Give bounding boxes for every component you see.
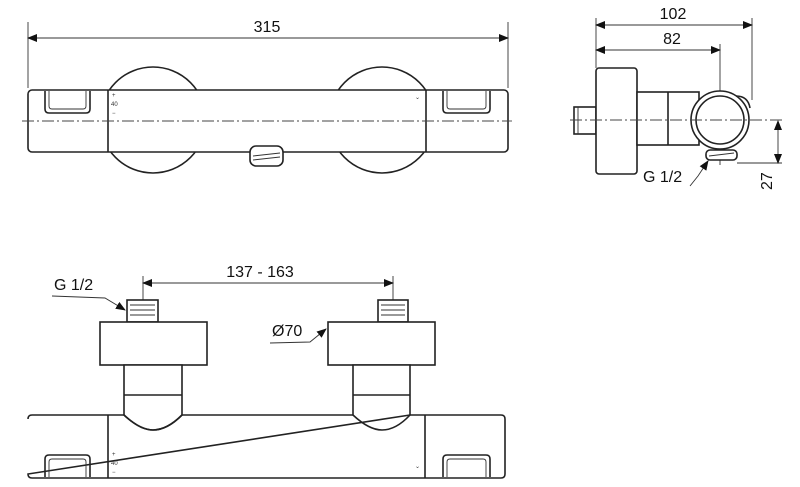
left-inlet-thread (126, 299, 159, 323)
dial-temp-mark: 40 (111, 461, 118, 467)
inlet-thread (573, 106, 597, 135)
escutcheon-diameter-leader (269, 328, 327, 344)
escutcheon-diameter-label: Ø70 (272, 323, 302, 340)
handle-edge (735, 95, 751, 109)
left-stem (123, 364, 183, 431)
outlet-depth-dimension-label: 82 (663, 31, 681, 48)
right-handle-grip (442, 91, 491, 114)
outlet-thread-label: G 1/2 (643, 169, 682, 186)
outlet-thread-leader (689, 160, 709, 187)
right-escutcheon (327, 321, 436, 366)
outlet-thread (249, 145, 284, 167)
stem-curve (123, 414, 183, 431)
outlet-thread (705, 149, 738, 161)
right-handle-grip (442, 454, 491, 477)
inlet-spacing-dimension-label: 137 - 163 (226, 264, 294, 281)
depth-dimension-label: 102 (660, 6, 687, 23)
grip-inner (446, 458, 487, 477)
side-view: 102 82 27 G 1/2 (570, 6, 782, 190)
dial-check-mark: ⌄ (415, 95, 420, 101)
right-inlet-thread (377, 299, 409, 323)
width-dimension-label: 315 (254, 19, 281, 36)
left-handle-grip (44, 454, 91, 477)
dial-plus-mark: + (112, 93, 116, 99)
dial-plus-mark: + (112, 452, 116, 458)
left-handle-grip (44, 91, 91, 114)
grip-inner (446, 91, 487, 110)
grip-inner (48, 91, 87, 110)
dial-temp-mark: 40 (111, 102, 118, 108)
outlet-offset-dimension-label: 27 (759, 172, 776, 190)
thread-mark (252, 152, 281, 157)
dial-minus-mark: − (112, 111, 116, 117)
right-stem (352, 364, 411, 431)
dial-minus-mark: − (112, 470, 116, 476)
thread-mark (708, 152, 735, 157)
escutcheon-profile (595, 67, 638, 175)
grip-inner (48, 458, 87, 477)
inlet-thread-label: G 1/2 (54, 277, 93, 294)
front-view: 137 - 163 + 40 − ⌄ G 1/2 Ø70 (27, 264, 506, 479)
dial-check-mark: ⌄ (415, 464, 420, 470)
top-view: 315 + 40 − ⌄ (22, 19, 512, 174)
inlet-thread-leader (51, 295, 126, 311)
thread-mark (252, 156, 281, 161)
mixer-body (27, 414, 506, 479)
left-escutcheon (99, 321, 208, 366)
